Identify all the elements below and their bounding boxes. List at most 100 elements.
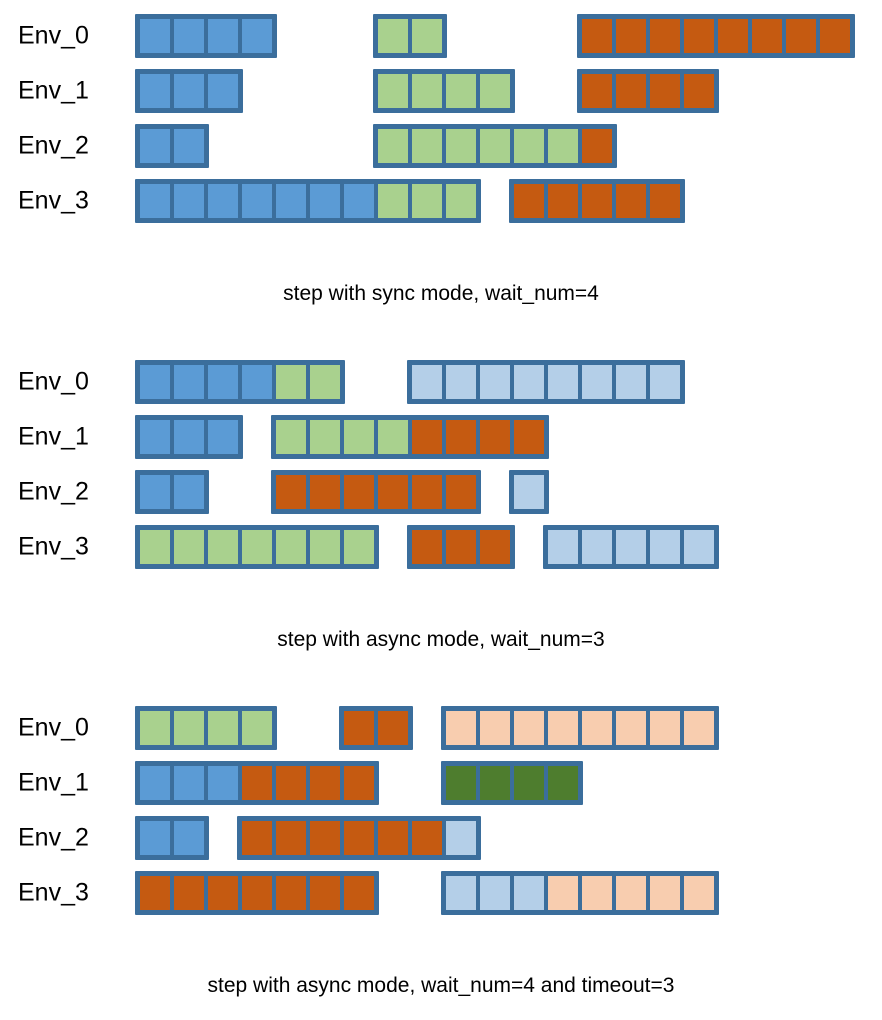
step-block[interactable] bbox=[543, 524, 719, 569]
step-cell-orange bbox=[514, 419, 544, 454]
step-block[interactable] bbox=[135, 524, 379, 569]
env-row: Env_1 bbox=[0, 755, 882, 810]
step-block[interactable] bbox=[135, 469, 209, 514]
step-cell-dark-green bbox=[446, 765, 476, 800]
step-cell-green bbox=[310, 529, 340, 564]
step-cell-orange bbox=[650, 73, 680, 108]
step-cell-orange bbox=[412, 419, 442, 454]
step-block[interactable] bbox=[407, 524, 515, 569]
step-cell-blue bbox=[242, 183, 272, 218]
step-cell-orange bbox=[412, 474, 442, 509]
env-row: Env_1 bbox=[0, 63, 882, 118]
step-cell-blue bbox=[174, 419, 204, 454]
step-cell-blue bbox=[208, 765, 238, 800]
step-cell-orange bbox=[310, 875, 340, 910]
step-cell-blue bbox=[242, 18, 272, 53]
step-cell-green bbox=[480, 73, 510, 108]
step-cell-blue bbox=[208, 73, 238, 108]
step-cell-dark-green bbox=[480, 765, 510, 800]
step-block[interactable] bbox=[135, 815, 209, 860]
env-row: Env_2 bbox=[0, 118, 882, 173]
env-row-label: Env_2 bbox=[18, 477, 89, 505]
step-block[interactable] bbox=[441, 870, 719, 915]
env-row-label: Env_0 bbox=[18, 367, 89, 395]
step-cell-blue bbox=[174, 474, 204, 509]
step-block[interactable] bbox=[441, 760, 583, 805]
step-cell-orange bbox=[514, 183, 544, 218]
step-block[interactable] bbox=[135, 178, 481, 223]
step-cell-orange bbox=[582, 183, 612, 218]
env-row-label: Env_2 bbox=[18, 131, 89, 159]
step-block[interactable] bbox=[271, 469, 481, 514]
step-block[interactable] bbox=[135, 13, 277, 58]
step-block[interactable] bbox=[135, 705, 277, 750]
step-cell-green bbox=[412, 183, 442, 218]
step-cell-blue bbox=[174, 128, 204, 163]
step-block[interactable] bbox=[509, 469, 549, 514]
step-cell-orange bbox=[412, 820, 442, 855]
step-cell-peach bbox=[446, 710, 476, 745]
step-cell-light-blue bbox=[684, 529, 714, 564]
step-cell-orange bbox=[616, 183, 646, 218]
step-cell-orange bbox=[480, 529, 510, 564]
step-block[interactable] bbox=[373, 123, 617, 168]
step-cell-light-blue bbox=[582, 529, 612, 564]
step-cell-light-blue bbox=[650, 529, 680, 564]
step-cell-orange bbox=[684, 18, 714, 53]
env-row: Env_2 bbox=[0, 810, 882, 865]
step-cell-peach bbox=[616, 710, 646, 745]
step-block[interactable] bbox=[441, 705, 719, 750]
env-row-label: Env_2 bbox=[18, 823, 89, 851]
env-row-label: Env_1 bbox=[18, 422, 89, 450]
step-block[interactable] bbox=[577, 68, 719, 113]
step-block[interactable] bbox=[339, 705, 413, 750]
step-cell-orange bbox=[446, 529, 476, 564]
env-row-label: Env_0 bbox=[18, 21, 89, 49]
step-cell-light-blue bbox=[446, 820, 476, 855]
step-block[interactable] bbox=[135, 68, 243, 113]
step-block[interactable] bbox=[237, 815, 481, 860]
step-block[interactable] bbox=[407, 359, 685, 404]
env-row: Env_0 bbox=[0, 8, 882, 63]
step-cell-green bbox=[276, 419, 306, 454]
step-cell-light-blue bbox=[514, 364, 544, 399]
step-block[interactable] bbox=[577, 13, 855, 58]
step-cell-blue bbox=[174, 820, 204, 855]
step-block[interactable] bbox=[373, 68, 515, 113]
step-cell-blue bbox=[140, 765, 170, 800]
step-cell-blue bbox=[310, 183, 340, 218]
step-cell-light-blue bbox=[412, 364, 442, 399]
step-cell-light-blue bbox=[446, 364, 476, 399]
step-cell-light-blue bbox=[446, 875, 476, 910]
step-cell-peach bbox=[616, 875, 646, 910]
step-cell-green bbox=[140, 710, 170, 745]
step-cell-orange bbox=[820, 18, 850, 53]
step-block[interactable] bbox=[135, 359, 345, 404]
step-cell-blue bbox=[208, 419, 238, 454]
step-cell-peach bbox=[582, 710, 612, 745]
step-block[interactable] bbox=[135, 414, 243, 459]
step-block[interactable] bbox=[509, 178, 685, 223]
step-cell-peach bbox=[684, 875, 714, 910]
step-cell-peach bbox=[684, 710, 714, 745]
step-block[interactable] bbox=[135, 760, 379, 805]
step-cell-blue bbox=[344, 183, 374, 218]
step-cell-green bbox=[310, 364, 340, 399]
step-cell-green bbox=[378, 128, 408, 163]
step-cell-orange bbox=[276, 875, 306, 910]
step-cell-blue bbox=[174, 364, 204, 399]
step-cell-blue bbox=[140, 18, 170, 53]
step-cell-orange bbox=[582, 128, 612, 163]
env-row-label: Env_3 bbox=[18, 532, 89, 560]
step-cell-light-blue bbox=[514, 875, 544, 910]
step-cell-green bbox=[548, 128, 578, 163]
step-block[interactable] bbox=[271, 414, 549, 459]
step-block[interactable] bbox=[373, 13, 447, 58]
step-cell-light-blue bbox=[480, 875, 510, 910]
step-block[interactable] bbox=[135, 123, 209, 168]
step-cell-green bbox=[242, 710, 272, 745]
step-block[interactable] bbox=[135, 870, 379, 915]
